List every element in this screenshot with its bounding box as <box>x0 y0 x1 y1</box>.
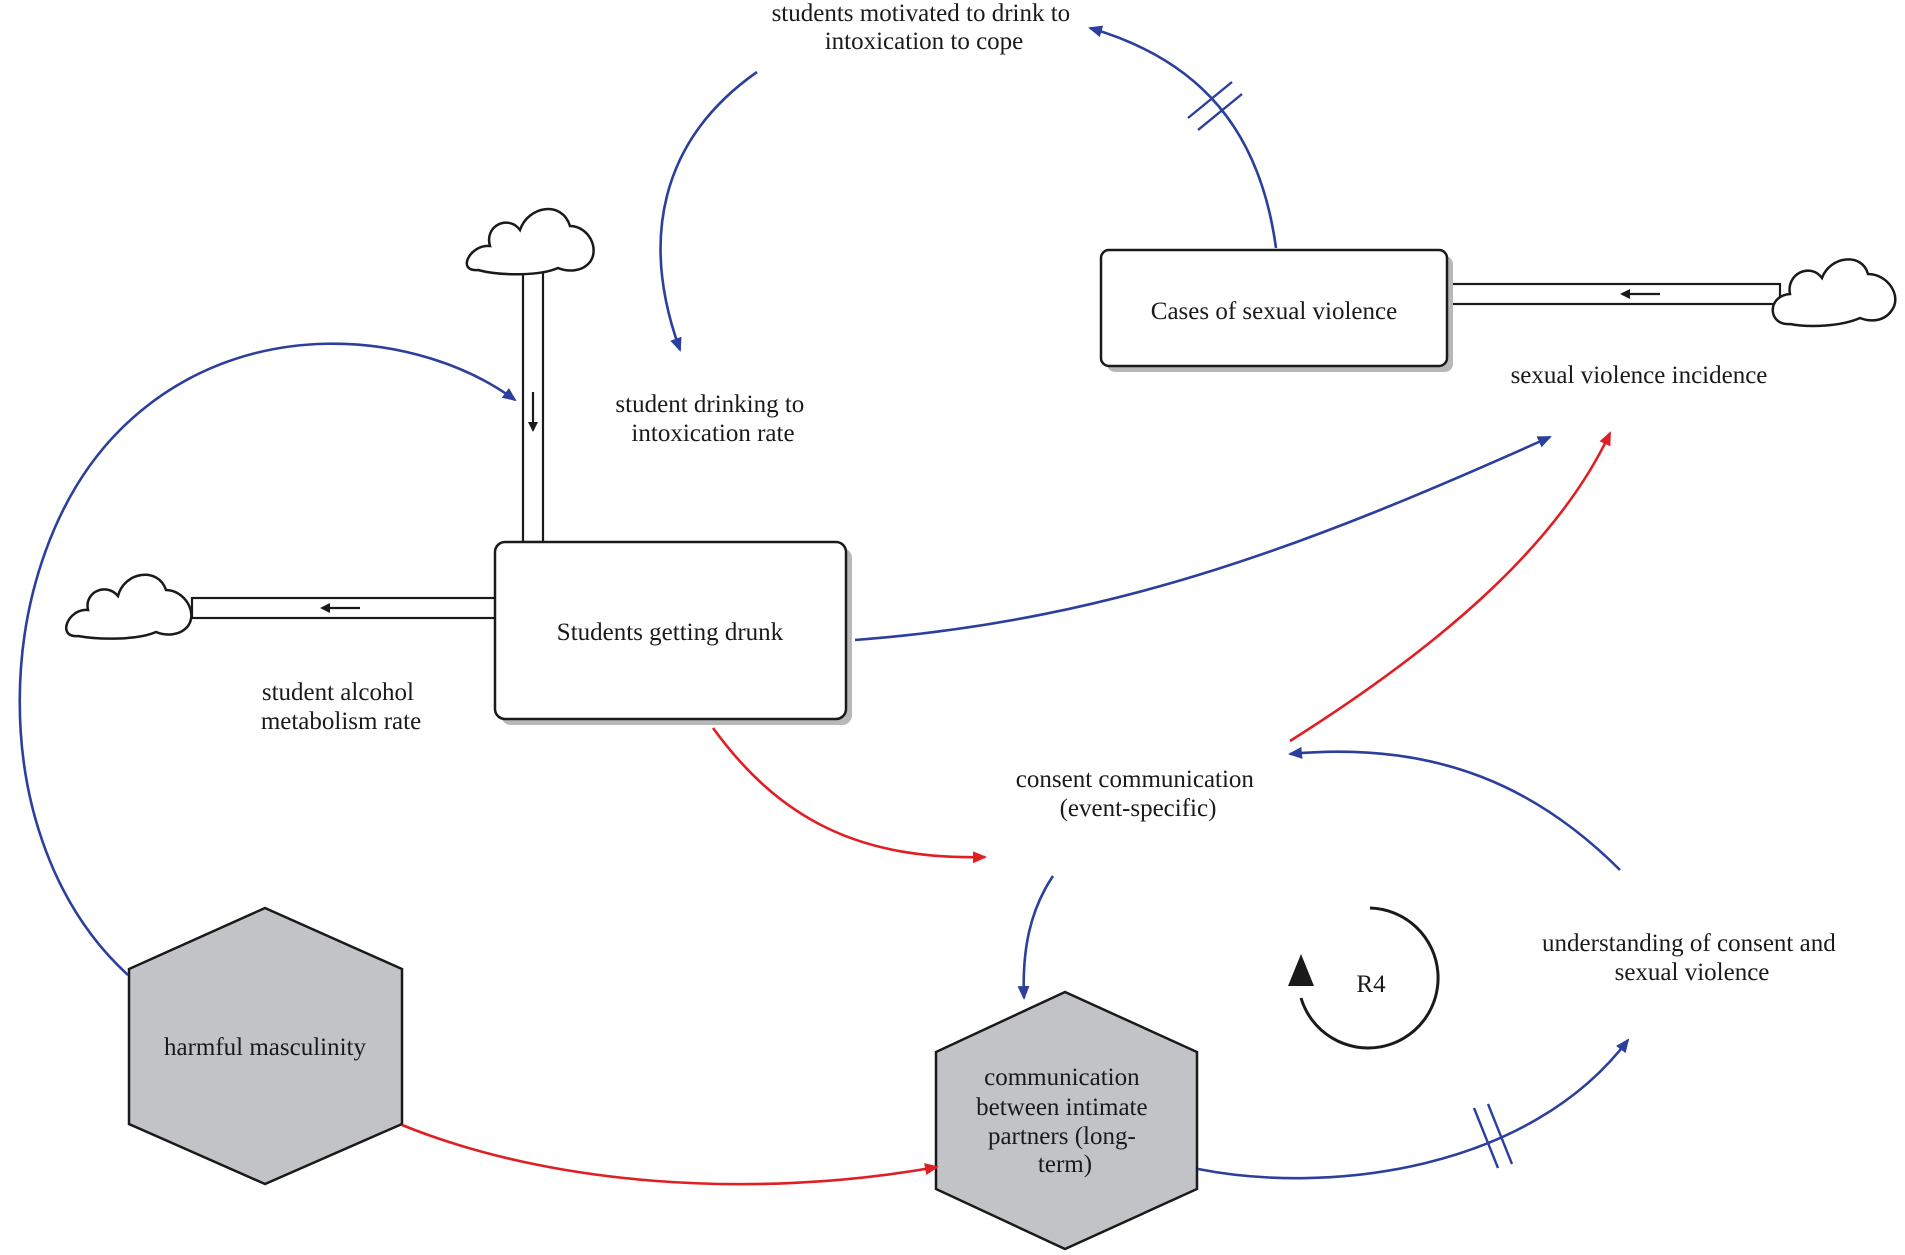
loop-arrow-icon <box>1299 906 1440 1050</box>
hexagon-label: harmful masculinity <box>164 1034 367 1061</box>
cloud-icon <box>65 573 193 640</box>
variable-students-motivated[interactable]: students motivated to drink to intoxicat… <box>772 0 1077 55</box>
link-motivated-to-drinking-rate <box>659 70 758 352</box>
incidence-pipe <box>1445 282 1782 306</box>
delay-mark-icon <box>1187 81 1243 131</box>
flow-sexual-violence-incidence[interactable]: sexual violence incidence <box>1511 362 1768 389</box>
loop-label: R4 <box>1356 971 1386 998</box>
variable-consent-communication[interactable]: consent communication (event-specific) <box>1016 766 1260 822</box>
cloud-icon <box>1771 258 1897 328</box>
delay-mark-icon <box>1472 1103 1514 1169</box>
flow-student-metabolism-rate[interactable]: student alcohol metabolism rate <box>261 679 421 735</box>
hexagon-communication-intimate-partners[interactable]: communication between intimate partners … <box>934 990 1199 1251</box>
link-masculinity-to-drinking-rate <box>18 342 517 976</box>
stock-label: Students getting drunk <box>557 619 784 646</box>
stock-label: Cases of sexual violence <box>1151 298 1397 325</box>
link-partners-to-understanding <box>1197 1038 1630 1180</box>
hexagon-label: communication between intimate partners … <box>976 1064 1154 1178</box>
stock-students-getting-drunk[interactable]: Students getting drunk <box>493 540 852 725</box>
link-consent-to-partners <box>1017 875 1055 1000</box>
link-masculinity-to-partners <box>401 1123 939 1186</box>
stock-cases-of-sexual-violence[interactable]: Cases of sexual violence <box>1099 248 1453 372</box>
link-understanding-to-consent <box>1288 746 1621 871</box>
metabolism-pipe <box>190 596 498 620</box>
flow-student-drinking-rate[interactable]: student drinking to intoxication rate <box>615 391 810 447</box>
link-drunk-to-incidence <box>854 435 1552 642</box>
link-consent-to-incidence <box>1289 431 1612 743</box>
arrowhead-icon <box>1288 954 1314 986</box>
cloud-icon <box>465 208 595 276</box>
loop-r4: R4 <box>1288 906 1440 1050</box>
drinking-rate-pipe <box>521 267 545 544</box>
hexagon-harmful-masculinity[interactable]: harmful masculinity <box>127 906 404 1186</box>
variable-understanding-consent[interactable]: understanding of consent and sexual viol… <box>1542 930 1842 986</box>
link-cases-to-motivated <box>1088 25 1278 249</box>
link-drunk-to-consent <box>711 727 987 864</box>
